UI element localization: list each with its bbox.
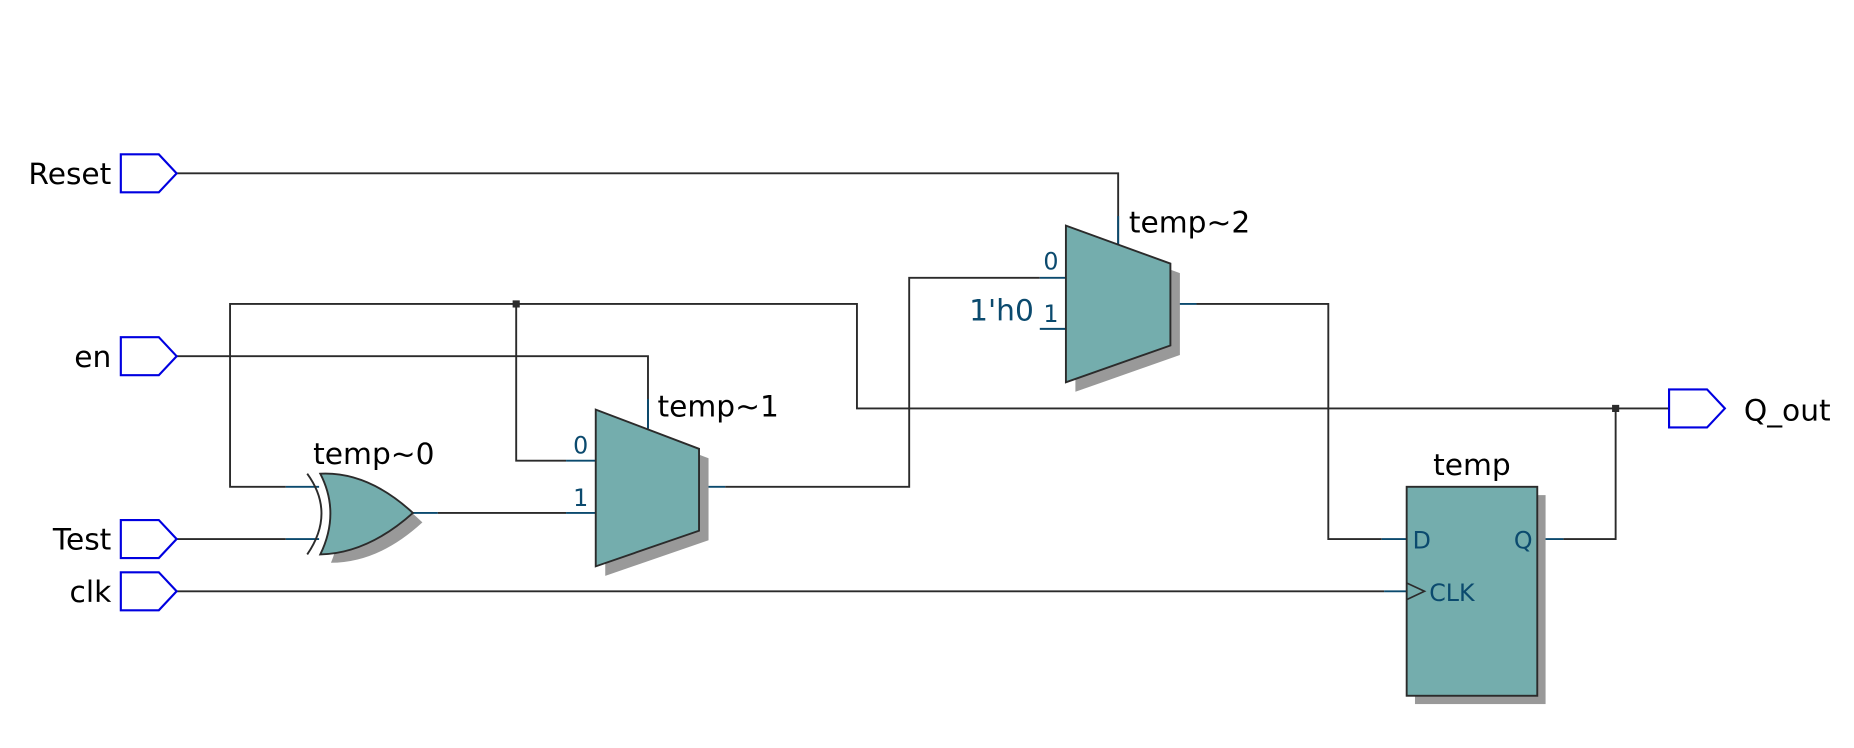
cell-label: temp~0 [313, 436, 434, 471]
xor-gate-temp-0[interactable]: temp~0 [306, 436, 435, 563]
cell-label: temp~1 [657, 389, 778, 424]
flip-flop-icon [1405, 485, 1539, 697]
input-port-clk[interactable]: clk [70, 571, 179, 612]
mux-temp-1[interactable]: 0 1 temp~1 [573, 389, 779, 576]
wire-mux1-mux2 [725, 276, 1040, 488]
wire-ff-qout [1563, 408, 1617, 540]
input-port-en[interactable]: en [74, 336, 179, 377]
junction-dot [512, 300, 520, 308]
cell-label: temp~2 [1129, 205, 1250, 240]
clock-triangle-icon [1406, 582, 1427, 601]
input-port-icon [119, 336, 179, 377]
port-label: Test [52, 522, 111, 557]
port-label: clk [70, 574, 113, 609]
input-port-icon [119, 571, 179, 612]
xor-back-curve [306, 473, 323, 556]
wire-reset [176, 172, 1120, 245]
port-label: en [74, 339, 111, 374]
mux-icon [594, 408, 700, 568]
input-port-test[interactable]: Test [52, 518, 179, 560]
wire-en [176, 355, 649, 429]
wires [176, 172, 1670, 593]
pin-label-clk: CLK [1429, 579, 1476, 607]
input-port-icon [119, 153, 179, 194]
pin-label-d: D [1413, 527, 1431, 555]
cell-label: temp [1433, 447, 1511, 482]
wire-mux2-ff [1196, 302, 1382, 540]
pin-label-q: Q [1514, 527, 1533, 555]
xor-gate-icon [318, 472, 415, 556]
pin-label-1: 1 [1043, 300, 1058, 328]
flip-flop-temp[interactable]: D Q CLK temp [1405, 447, 1546, 705]
junction-dot [1612, 404, 1620, 412]
mux-icon [1064, 224, 1172, 384]
wire-mux1-in0 [515, 303, 567, 462]
input-port-reset[interactable]: Reset [28, 153, 179, 194]
mux-temp-2[interactable]: 0 1 1'h0 temp~2 [969, 205, 1250, 392]
output-port-icon [1667, 388, 1727, 429]
port-label: Reset [28, 156, 111, 191]
pin-label-0: 0 [1043, 248, 1058, 276]
wire-feedback [229, 302, 1670, 488]
port-label: Q_out [1744, 392, 1831, 427]
pin-label-1: 1 [573, 484, 588, 512]
constant-label: 1'h0 [969, 293, 1034, 328]
pin-label-0: 0 [573, 432, 588, 460]
input-port-icon [119, 518, 179, 560]
output-port-q-out[interactable]: Q_out [1667, 388, 1831, 429]
